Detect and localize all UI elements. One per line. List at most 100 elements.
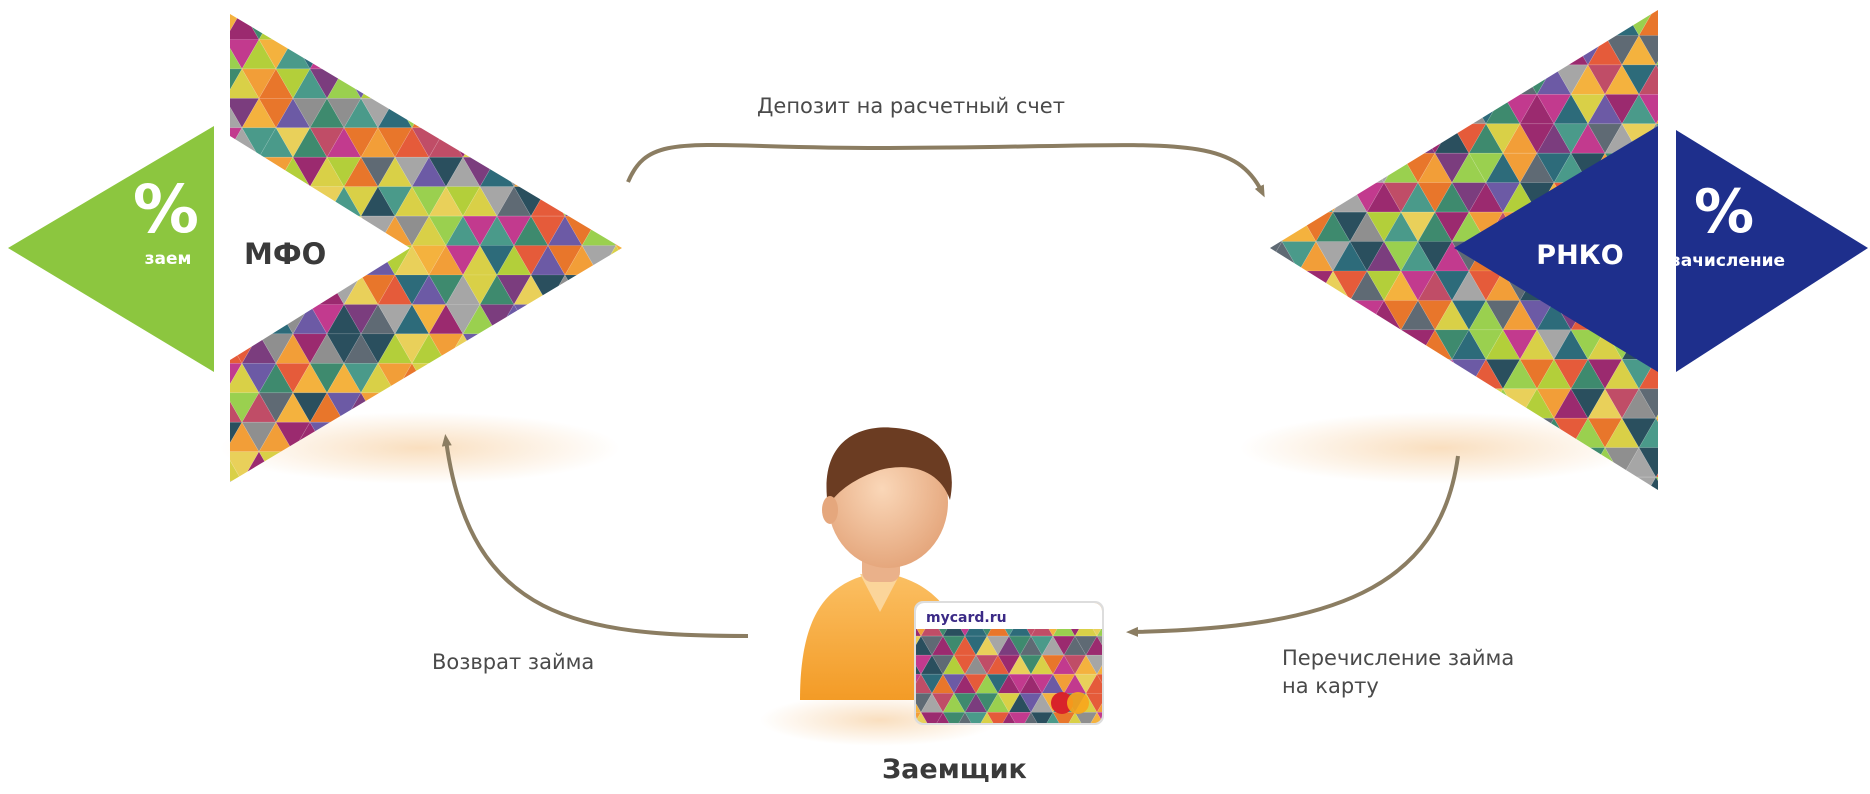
mosaic-tile <box>309 274 345 305</box>
mosaic-tile <box>1270 476 1283 490</box>
mosaic-tile <box>479 14 515 41</box>
mosaic-tile <box>1298 476 1334 490</box>
mosaic-tile <box>1502 64 1538 95</box>
mosaic-tile <box>496 480 532 482</box>
mosaic-tile <box>241 274 277 305</box>
mosaic-tile <box>496 127 532 158</box>
mosaic-tile <box>1366 10 1402 36</box>
mosaic-tile <box>1270 329 1283 360</box>
mosaic-tile <box>1108 674 1130 693</box>
mosaic-tile <box>1315 34 1351 66</box>
mosaic-tile <box>1270 299 1300 331</box>
mosaic-tile <box>530 98 566 129</box>
mosaic-tile <box>598 156 622 188</box>
mosaic-tile <box>462 333 498 364</box>
mosaic-tile <box>1281 64 1317 95</box>
mosaic-tile <box>1332 10 1368 36</box>
mosaic-tile <box>191 481 225 510</box>
mosaic-tile <box>1468 64 1504 95</box>
mosaic-tile <box>581 38 617 70</box>
mosaic-tile <box>241 480 277 482</box>
mosaic-tile <box>1349 359 1385 390</box>
mosaic-tile <box>1270 35 1300 66</box>
mosaic-tile <box>292 274 328 306</box>
mosaic-tile <box>513 480 549 482</box>
mosaic-tile <box>462 39 498 70</box>
mosaic-tile <box>564 98 600 129</box>
return-arrow <box>441 434 749 638</box>
mosaic-tile <box>1231 124 1265 153</box>
mosaic-tile <box>615 421 622 453</box>
mosaic-tile <box>615 333 622 364</box>
mosaic-tile <box>1400 123 1436 154</box>
rnko-tag-symbol: % <box>1694 177 1754 247</box>
mosaic-tile <box>615 14 622 41</box>
mosaic-tile <box>1108 598 1130 617</box>
mosaic-tile <box>1349 10 1385 37</box>
mosaic-tile <box>1553 359 1589 390</box>
mosaic-tile <box>530 14 566 40</box>
rnko-label: РНКО <box>1536 240 1623 271</box>
mosaic-tile <box>1315 152 1351 183</box>
mosaic-tile <box>1638 35 1658 66</box>
mosaic-tile <box>230 480 260 482</box>
mosaic-tile <box>547 14 583 41</box>
mosaic-tile <box>428 68 464 99</box>
mosaic-tile <box>1434 35 1470 66</box>
mosaic-tile <box>1519 34 1555 66</box>
mosaic-tile <box>530 362 566 394</box>
mosaic-tile <box>513 245 549 276</box>
mosaic-tile <box>1417 300 1453 331</box>
mosaic-tile <box>1536 10 1572 36</box>
mosaic-tile <box>598 14 622 40</box>
mosaic-tile <box>1270 10 1283 37</box>
mosaic-tile <box>598 392 622 423</box>
mosaic-tile <box>1332 388 1368 419</box>
mosaic-tile <box>1349 34 1385 66</box>
mosaic-tile <box>258 303 294 335</box>
mosaic-tile <box>462 68 498 99</box>
mosaic-tile <box>1417 359 1453 390</box>
mosaic-tile <box>343 363 379 394</box>
mosaic-tile <box>445 363 481 394</box>
mosaic-tile <box>1519 476 1555 490</box>
mosaic-tile <box>360 68 396 99</box>
mosaic-tile <box>1298 299 1334 331</box>
mosaic-tile <box>633 334 667 363</box>
mosaic-tile <box>1485 10 1521 37</box>
mosaic-tile <box>258 274 294 306</box>
mosaic-tile <box>411 480 447 482</box>
mosaic-tile <box>598 274 622 306</box>
mosaic-tile <box>1366 329 1402 360</box>
mosaic-tile <box>1298 388 1334 419</box>
mosaic-tile <box>564 68 600 99</box>
card-logo-red <box>1051 692 1073 714</box>
mosaic-tile <box>309 304 345 335</box>
mosaic-tile <box>1349 123 1385 154</box>
mosaic-tile <box>1315 10 1351 37</box>
mosaic-tile <box>326 215 362 247</box>
mosaic-tile <box>513 304 549 335</box>
mosaic-tile <box>1270 359 1283 390</box>
mosaic-tile <box>1383 64 1419 95</box>
mosaic-tile <box>1638 388 1658 419</box>
mosaic-tile <box>581 156 617 187</box>
mosaic-tile <box>598 303 622 335</box>
mosaic-tile <box>615 215 622 246</box>
mosaic-tile <box>428 98 464 129</box>
mosaic-tile <box>1434 10 1470 36</box>
mosaic-tile <box>615 245 622 276</box>
mosaic-tile <box>547 68 583 99</box>
mosaic-tile <box>633 275 667 304</box>
mosaic-tile <box>1502 35 1538 66</box>
mosaic-tile <box>496 333 532 364</box>
mosaic-tile <box>1085 654 1102 675</box>
mosaic-tile <box>309 14 345 41</box>
mosaic-tile <box>230 363 243 394</box>
mosaic-tile <box>343 14 379 41</box>
mosaic-tile <box>230 303 260 335</box>
transfer-arrow <box>1126 455 1460 637</box>
mosaic-tile <box>1349 329 1385 360</box>
mosaic-tile <box>513 363 549 394</box>
mosaic-tile <box>1281 476 1317 490</box>
